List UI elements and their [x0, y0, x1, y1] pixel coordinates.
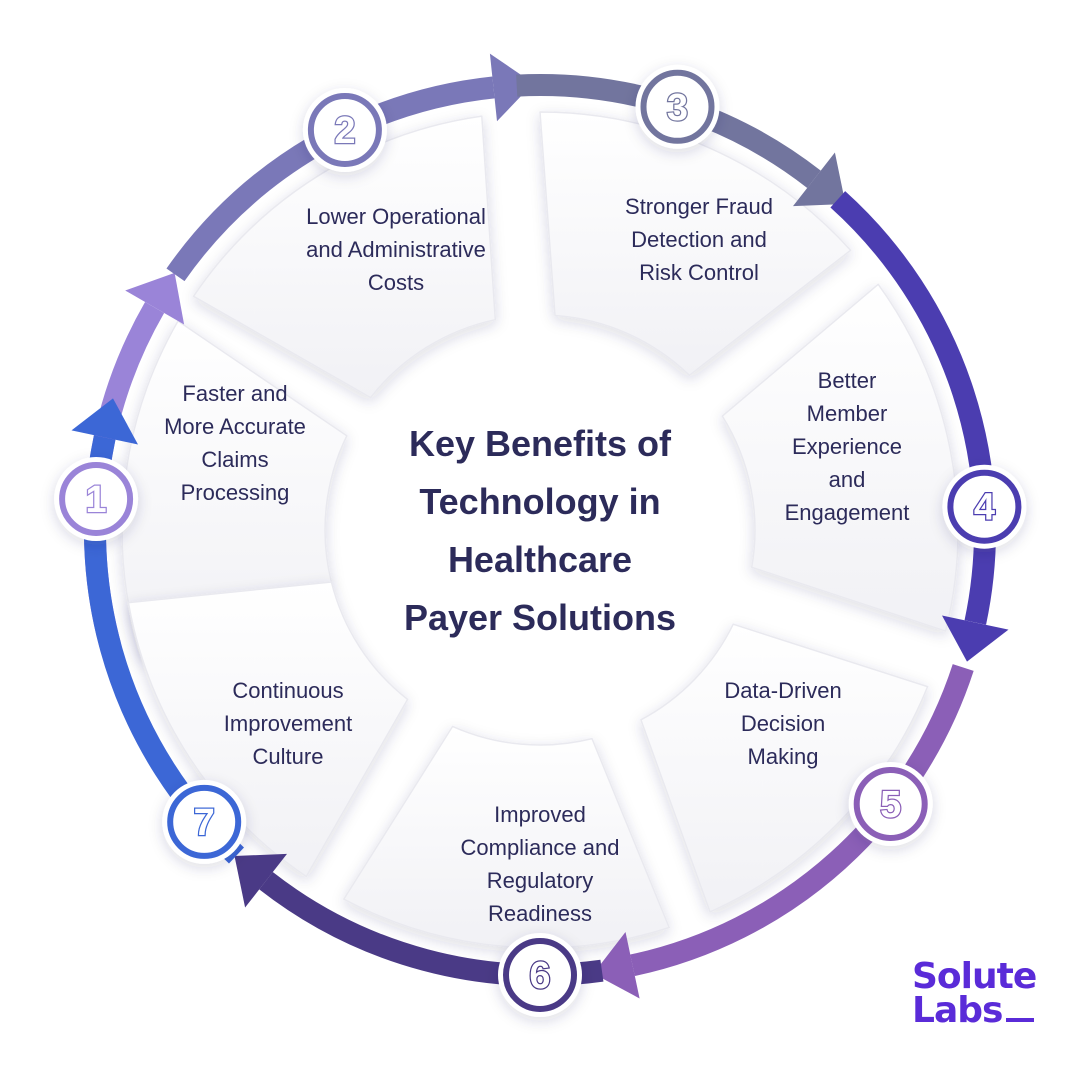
ring-arc-4 — [830, 191, 996, 625]
step-7-circle-ring — [167, 784, 242, 859]
step-7-label: Continuous Improvement Culture — [223, 678, 353, 769]
step-6-label: Improved Compliance and Regulatory Readi… — [460, 802, 620, 926]
ring-arrowhead-2 — [489, 53, 534, 122]
logo-underscore-bar — [1006, 1018, 1035, 1022]
step-3-panel — [539, 111, 852, 377]
step-7-number: 7 — [194, 802, 215, 844]
step-5-circle-ring — [853, 767, 928, 841]
step-4-label: Better Member Experience and Engagement — [784, 368, 910, 525]
ring-arrowhead-5 — [593, 932, 640, 999]
step-2-number: 2 — [334, 110, 355, 152]
ring-arrowhead-3 — [793, 152, 846, 207]
step-2-circle-ring — [307, 93, 382, 167]
ring-arrowhead-7 — [71, 398, 138, 445]
step-1-label: Faster and More Accurate Claims Processi… — [164, 381, 306, 505]
step-5-number: 5 — [880, 784, 901, 826]
step-6-panel — [343, 725, 670, 949]
step-3-circle-ring — [640, 69, 715, 144]
logo-text-line2: Labs — [912, 990, 1003, 1031]
step-6-number: 6 — [529, 955, 550, 997]
ring-arrowhead-1 — [125, 272, 185, 325]
step-2-label: Lower Operational and Administrative Cos… — [306, 204, 486, 295]
step-6-circle-ring — [503, 938, 577, 1012]
step-4-panel — [721, 283, 959, 632]
ring-arc-5 — [630, 664, 974, 977]
step-5-label: Data-Driven Decision Making — [724, 678, 842, 769]
ring-arrowhead-6 — [234, 853, 287, 908]
step-3-number: 3 — [667, 87, 688, 129]
step-1-panel — [121, 320, 348, 660]
solutelabs-logo: Solute Labs — [912, 959, 1037, 1031]
ring-arrowhead-4 — [942, 615, 1009, 662]
step-1-number: 1 — [86, 479, 107, 521]
step-2-panel — [192, 115, 497, 399]
step-3-label: Stronger Fraud Detection and Risk Contro… — [625, 194, 773, 285]
diagram-title: Key Benefits of Technology in Healthcare… — [403, 423, 677, 638]
step-4-number: 4 — [974, 487, 995, 529]
logo-text-line1: Solute — [912, 956, 1037, 997]
step-1-circle-ring — [59, 462, 134, 536]
step-4-circle-ring — [947, 469, 1022, 544]
